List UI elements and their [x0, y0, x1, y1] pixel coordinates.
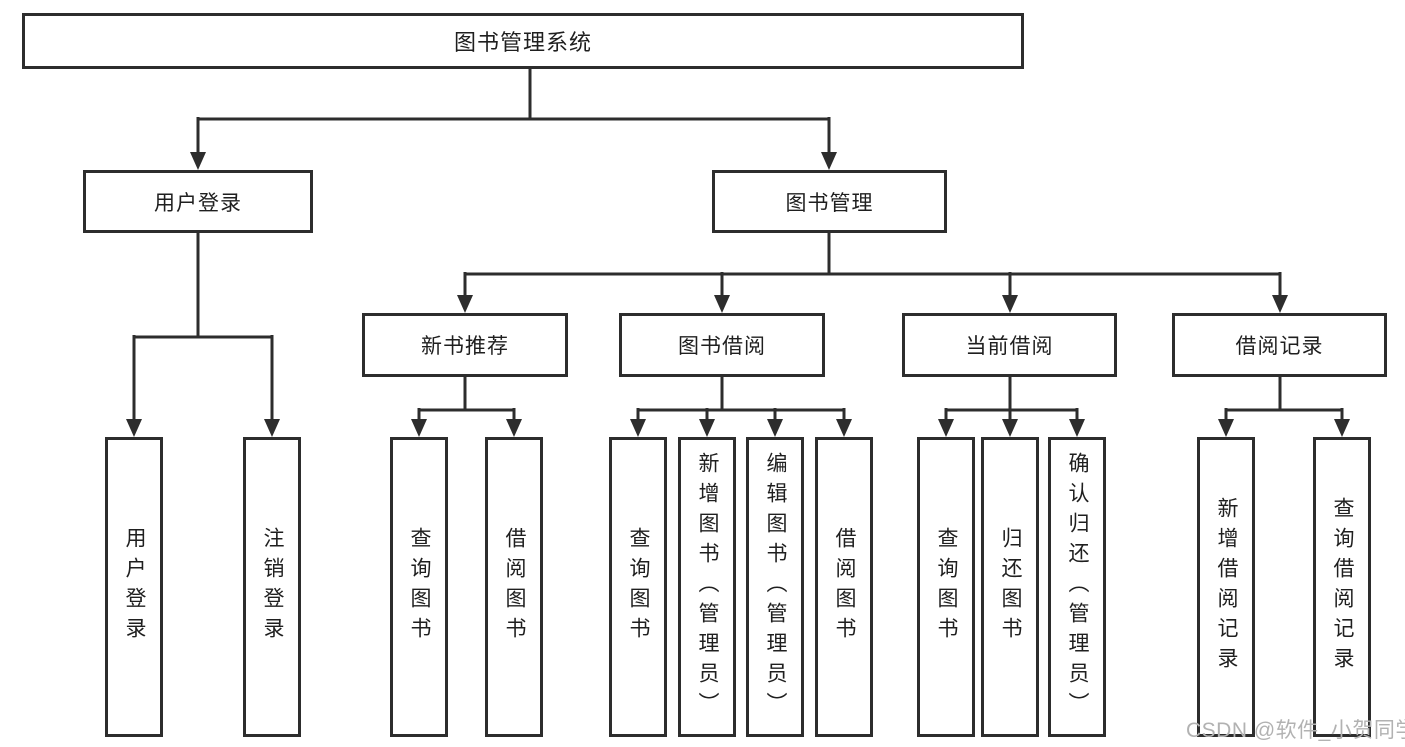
- connector-root-to-level2: [196, 69, 831, 155]
- csdn-watermark: CSDN @软件_小贺同学: [1186, 719, 1405, 742]
- leaf-query-books-current: 查询图书: [917, 437, 975, 737]
- leaf-logout: 注销登录: [243, 437, 301, 737]
- connector-book-borrow-to-leaves: [636, 377, 846, 422]
- leaf-label: 查询借阅记录: [1331, 497, 1355, 677]
- node-user-login: 用户登录: [83, 170, 313, 233]
- leaf-confirm-return-admin: 确认归还（管理员）: [1048, 437, 1106, 737]
- node-borrowing-records: 借阅记录: [1172, 313, 1387, 377]
- leaf-label: 确认归还（管理员）: [1066, 452, 1090, 722]
- leaf-label: 用户登录: [123, 527, 147, 647]
- leaf-return-books: 归还图书: [981, 437, 1039, 737]
- node-current-borrowing: 当前借阅: [902, 313, 1117, 377]
- leaf-add-borrow-record: 新增借阅记录: [1197, 437, 1255, 737]
- leaf-query-books-recommend: 查询图书: [390, 437, 448, 737]
- leaf-label: 借阅图书: [833, 527, 857, 647]
- connector-user-login-to-leaves: [132, 233, 274, 422]
- leaf-label: 归还图书: [999, 527, 1023, 647]
- leaf-edit-books-admin: 编辑图书（管理员）: [746, 437, 804, 737]
- leaf-label: 借阅图书: [503, 527, 527, 647]
- leaf-borrow-books-borrowing: 借阅图书: [815, 437, 873, 737]
- leaf-borrow-books-recommend: 借阅图书: [485, 437, 543, 737]
- node-new-book-recommendation: 新书推荐: [362, 313, 568, 377]
- leaf-label: 查询图书: [408, 527, 432, 647]
- node-book-management: 图书管理: [712, 170, 947, 233]
- node-library-management-system: 图书管理系统: [22, 13, 1024, 69]
- connector-current-borrow-to-leaves: [944, 377, 1079, 422]
- leaf-add-books-admin: 新增图书（管理员）: [678, 437, 736, 737]
- leaf-label: 新增借阅记录: [1215, 497, 1239, 677]
- leaf-query-borrow-record: 查询借阅记录: [1313, 437, 1371, 737]
- leaf-query-books-borrowing: 查询图书: [609, 437, 667, 737]
- node-book-borrowing: 图书借阅: [619, 313, 825, 377]
- connector-records-to-leaves: [1224, 377, 1344, 422]
- leaf-label: 注销登录: [261, 527, 285, 647]
- leaf-label: 新增图书（管理员）: [696, 452, 720, 722]
- leaf-label: 编辑图书（管理员）: [764, 452, 788, 722]
- connector-book-mgmt-to-level3: [463, 233, 1282, 298]
- leaf-label: 查询图书: [627, 527, 651, 647]
- leaf-label: 查询图书: [935, 527, 959, 647]
- leaf-user-login: 用户登录: [105, 437, 163, 737]
- connector-new-book-to-leaves: [417, 377, 516, 422]
